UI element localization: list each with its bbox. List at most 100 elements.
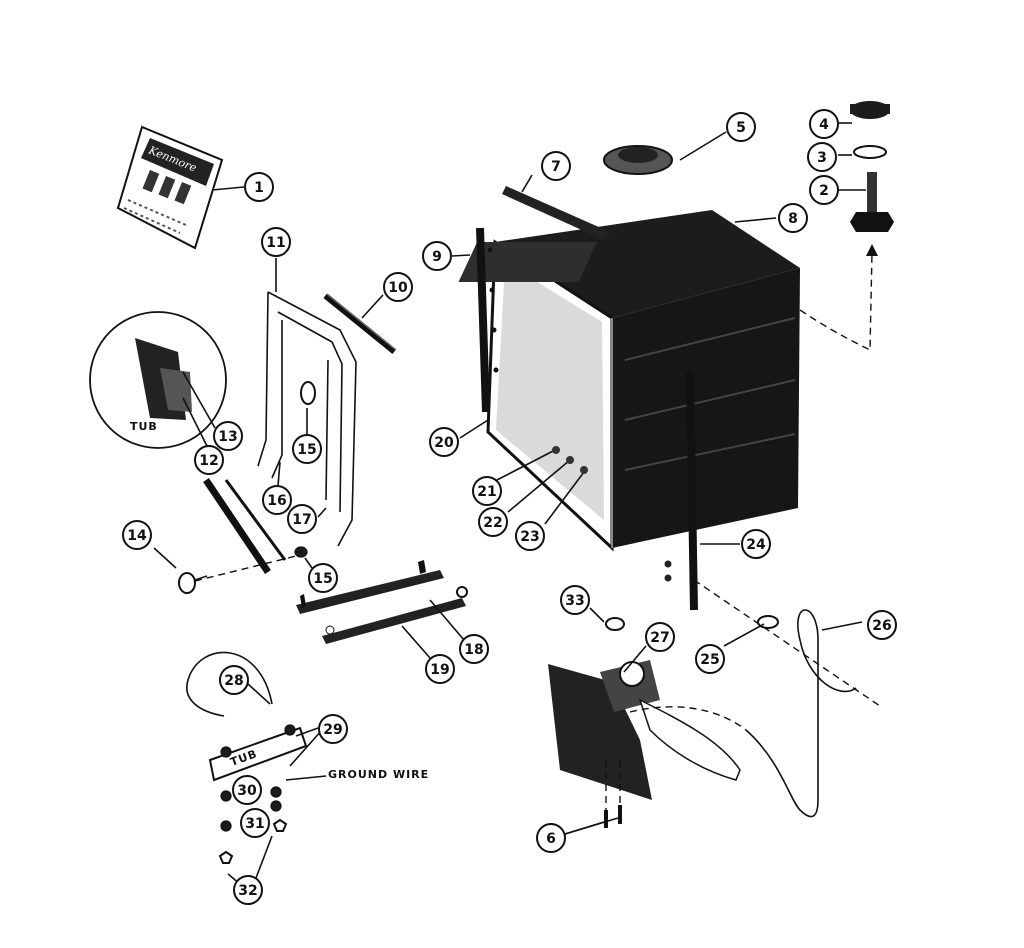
callout-circle bbox=[741, 529, 771, 559]
ground-wire-label: GROUND WIRE bbox=[328, 768, 429, 781]
callout-number: 6 bbox=[546, 831, 556, 847]
callout-c32: 32 bbox=[233, 875, 263, 905]
callout-number: 5 bbox=[736, 120, 746, 136]
callout-number: 32 bbox=[238, 883, 257, 899]
screw-14 bbox=[178, 572, 208, 594]
callout-c18: 18 bbox=[459, 634, 489, 664]
callout-c14: 14 bbox=[122, 520, 152, 550]
callout-circle bbox=[194, 445, 224, 475]
callout-c20: 20 bbox=[429, 427, 459, 457]
owners-manual: Kenmore bbox=[116, 125, 224, 250]
callout-circle bbox=[645, 622, 675, 652]
callout-circle bbox=[232, 775, 262, 805]
callout-number: 1 bbox=[254, 180, 264, 196]
callout-number: 3 bbox=[817, 150, 827, 166]
callout-circle bbox=[287, 504, 317, 534]
callout-circle bbox=[807, 142, 837, 172]
ground-wire-assembly: TUB GROUND WIRE bbox=[186, 651, 429, 864]
callout-c5: 5 bbox=[726, 112, 756, 142]
callout-circle bbox=[308, 563, 338, 593]
callout-number: 20 bbox=[434, 435, 454, 451]
callout-c13: 13 bbox=[213, 421, 243, 451]
callout-number: 19 bbox=[430, 662, 449, 678]
callout-circle bbox=[867, 610, 897, 640]
callout-c25: 25 bbox=[695, 644, 725, 674]
callout-circle bbox=[429, 427, 459, 457]
callout-number: 23 bbox=[520, 529, 539, 545]
callout-number: 31 bbox=[245, 816, 264, 832]
dishwasher-tub bbox=[458, 210, 800, 552]
callout-number: 9 bbox=[432, 249, 442, 265]
brackets-18-19 bbox=[296, 560, 468, 644]
callout-number: 33 bbox=[565, 593, 584, 609]
callout-number: 15 bbox=[297, 442, 316, 458]
callout-number: 30 bbox=[237, 783, 257, 799]
callout-number: 24 bbox=[746, 537, 766, 553]
callout-circle bbox=[122, 520, 152, 550]
callout-number: 29 bbox=[323, 722, 342, 738]
flange-holes bbox=[487, 247, 588, 474]
callout-circle bbox=[261, 227, 291, 257]
callout-number: 12 bbox=[199, 453, 218, 469]
callout-c24: 24 bbox=[741, 529, 771, 559]
callout-c15b: 15 bbox=[308, 563, 338, 593]
callout-c27: 27 bbox=[645, 622, 675, 652]
strip-7 bbox=[502, 186, 610, 240]
callout-circle bbox=[292, 434, 322, 464]
callout-number: 13 bbox=[218, 429, 237, 445]
callout-circle bbox=[219, 665, 249, 695]
inlet-valve-assembly bbox=[548, 617, 741, 828]
callout-c4: 4 bbox=[809, 109, 839, 139]
callout-number: 15 bbox=[313, 571, 332, 587]
callout-number: 10 bbox=[388, 280, 408, 296]
callout-c28: 28 bbox=[219, 665, 249, 695]
callout-c3: 3 bbox=[807, 142, 837, 172]
callout-c31: 31 bbox=[240, 808, 270, 838]
callout-number: 4 bbox=[819, 117, 829, 133]
callout-number: 28 bbox=[224, 673, 243, 689]
callout-circle bbox=[213, 421, 243, 451]
door-gasket-frame bbox=[257, 291, 357, 547]
callout-circle bbox=[459, 634, 489, 664]
callout-circle bbox=[383, 272, 413, 302]
callout-c21: 21 bbox=[472, 476, 502, 506]
callout-number: 7 bbox=[551, 159, 561, 175]
callout-number: 2 bbox=[819, 183, 829, 199]
callout-circle bbox=[778, 203, 808, 233]
callout-number: 17 bbox=[292, 512, 311, 528]
callout-c29: 29 bbox=[318, 714, 348, 744]
callout-c7: 7 bbox=[541, 151, 571, 181]
tub-detail-label: TUB bbox=[130, 420, 158, 433]
callout-circle bbox=[536, 823, 566, 853]
callout-c12: 12 bbox=[194, 445, 224, 475]
callout-circle bbox=[244, 172, 274, 202]
fill-tube bbox=[745, 609, 857, 818]
callout-number: 25 bbox=[700, 652, 719, 668]
callout-circle bbox=[425, 654, 455, 684]
callout-number: 27 bbox=[650, 630, 669, 646]
callout-number: 26 bbox=[872, 618, 891, 634]
callout-circle bbox=[478, 507, 508, 537]
seal-strips-12-13 bbox=[203, 478, 287, 574]
callout-c15a: 15 bbox=[292, 434, 322, 464]
callout-circle bbox=[809, 109, 839, 139]
callout-circle bbox=[515, 521, 545, 551]
callout-circle bbox=[726, 112, 756, 142]
callout-c19: 19 bbox=[425, 654, 455, 684]
callout-c16: 16 bbox=[262, 485, 292, 515]
callout-c30: 30 bbox=[232, 775, 262, 805]
callout-number: 11 bbox=[266, 235, 285, 251]
side-rails bbox=[476, 227, 698, 611]
tub-detail-inset: TUB bbox=[89, 311, 227, 449]
callout-number: 16 bbox=[267, 493, 286, 509]
callout-c1: 1 bbox=[244, 172, 274, 202]
strip-10 bbox=[323, 293, 397, 354]
callout-c22: 22 bbox=[478, 507, 508, 537]
callout-c17: 17 bbox=[287, 504, 317, 534]
callout-circle bbox=[472, 476, 502, 506]
callout-circle bbox=[318, 714, 348, 744]
callout-c10: 10 bbox=[383, 272, 413, 302]
callout-c33: 33 bbox=[560, 585, 590, 615]
